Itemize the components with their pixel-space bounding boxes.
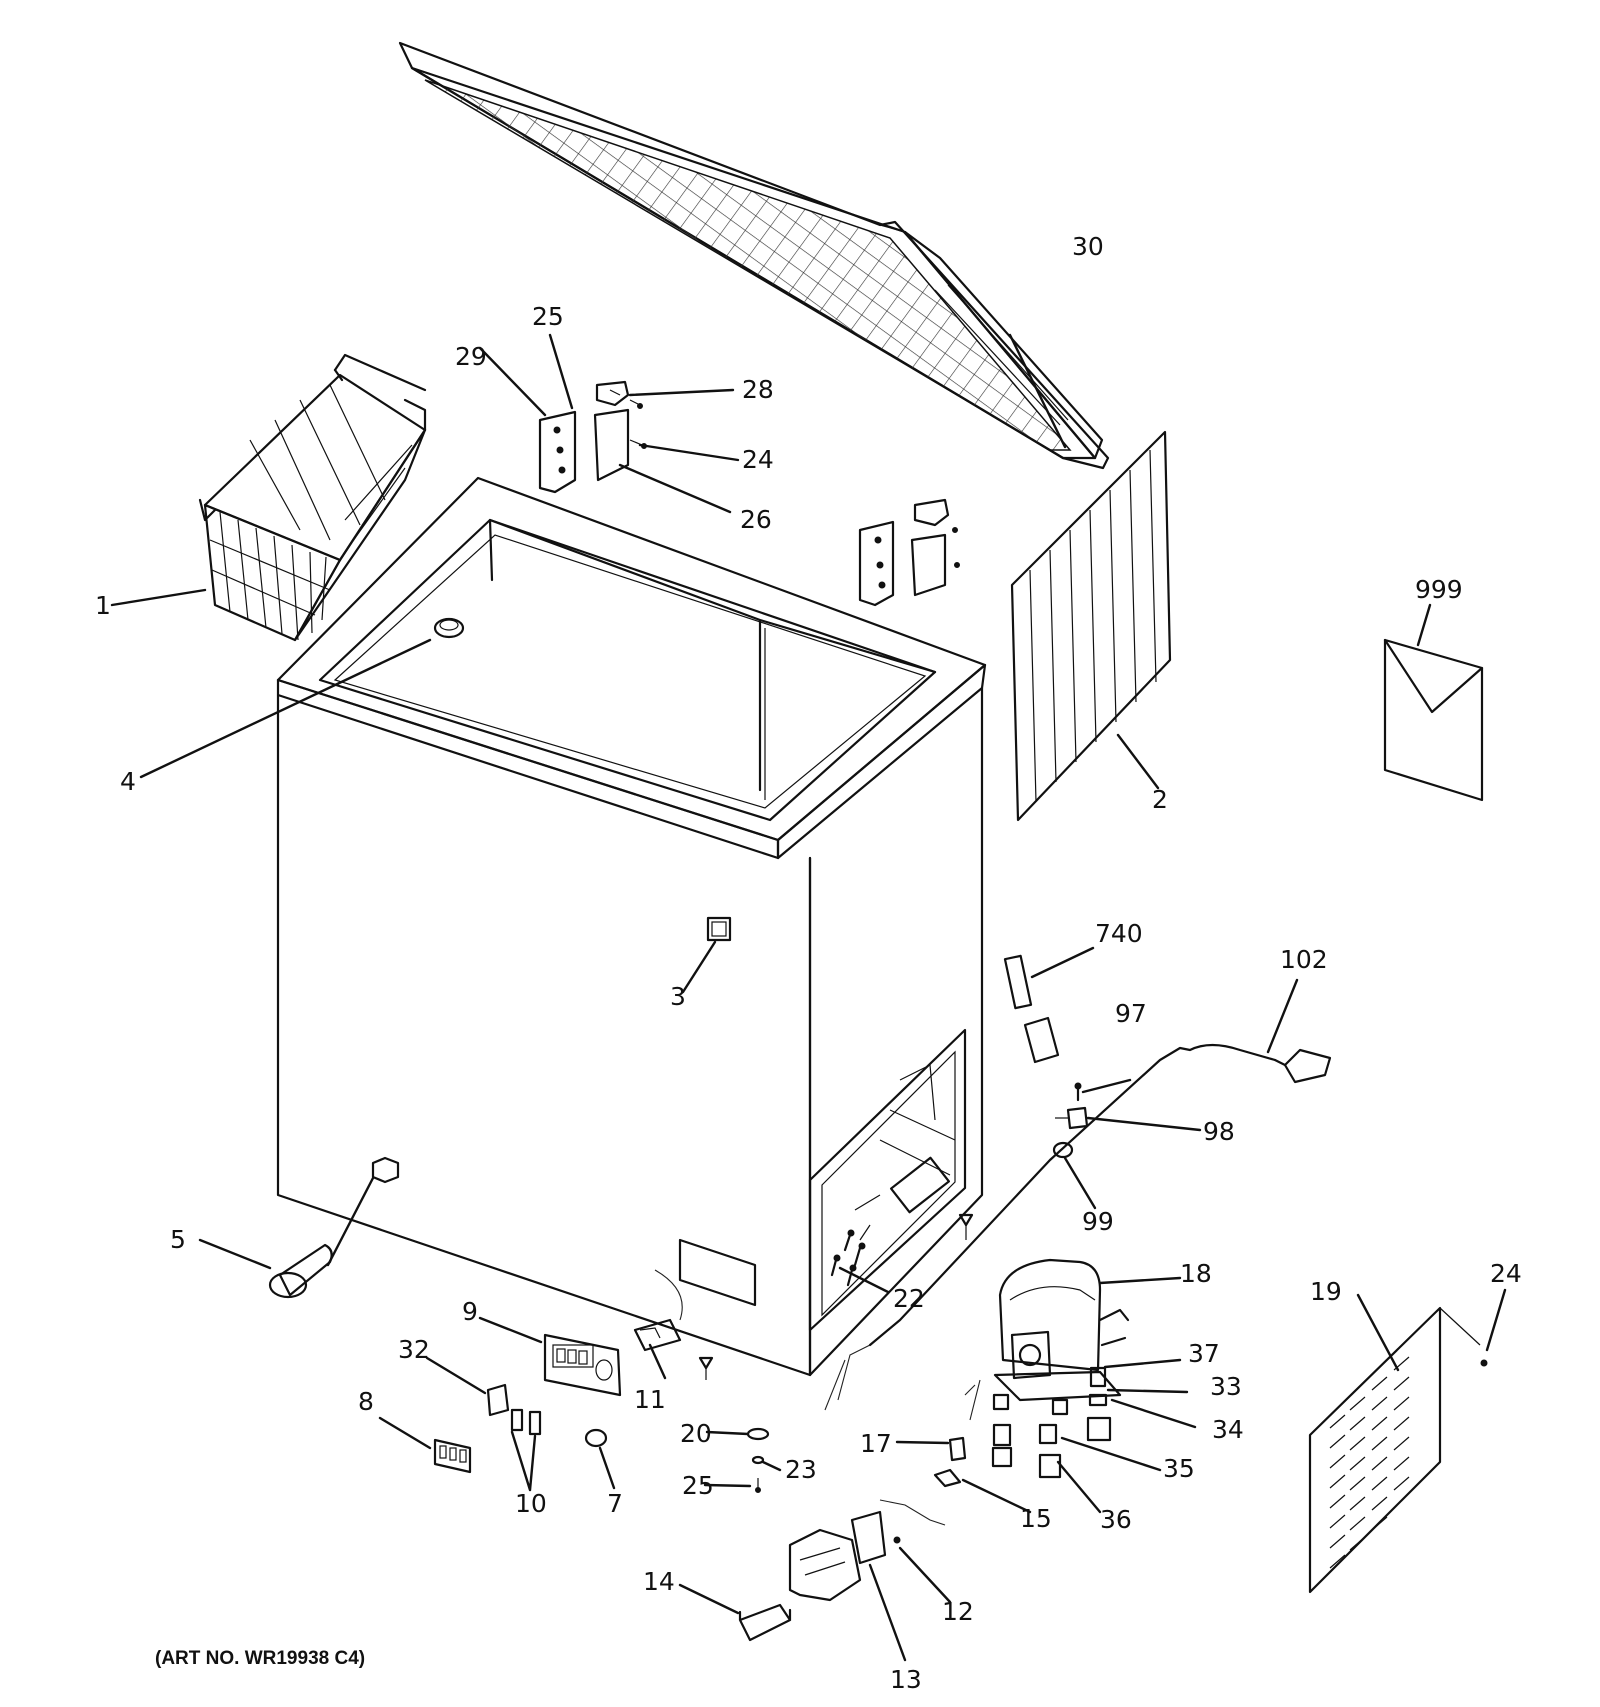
art-number: (ART NO. WR19938 C4)	[155, 1648, 365, 1669]
callout-8: 8	[358, 1387, 374, 1416]
callout-12: 12	[942, 1597, 974, 1626]
callout-2: 2	[1152, 785, 1168, 814]
callout-4: 4	[120, 767, 136, 796]
callout-25-hinge: 25	[532, 302, 564, 331]
callout-11: 11	[634, 1385, 666, 1414]
callout-102: 102	[1280, 945, 1328, 974]
callout-28: 28	[742, 375, 774, 404]
callout-99: 99	[1082, 1207, 1114, 1236]
callout-24-grille: 24	[1490, 1259, 1522, 1288]
callout-32: 32	[398, 1335, 430, 1364]
callout-97: 97	[1115, 999, 1147, 1028]
compressor	[964, 1258, 1130, 1479]
callout-23: 23	[785, 1455, 817, 1484]
callout-999: 999	[1415, 575, 1463, 604]
callout-36: 36	[1100, 1505, 1132, 1534]
callout-29: 29	[455, 342, 487, 371]
callout-labels: 1 2 3 4 5 7 8 9 10 11 12 13 14 15 17 18 …	[95, 232, 1522, 1694]
callout-13: 13	[890, 1665, 922, 1694]
callout-7: 7	[607, 1489, 623, 1518]
callout-26: 26	[740, 505, 772, 534]
callout-740: 740	[1095, 919, 1143, 948]
callout-15: 15	[1020, 1504, 1052, 1533]
callout-22: 22	[893, 1284, 925, 1313]
callout-34: 34	[1212, 1415, 1244, 1444]
callout-25-screw: 25	[682, 1471, 714, 1500]
callout-17: 17	[860, 1429, 892, 1458]
dryer-and-relay-parts	[1003, 954, 1089, 1159]
wire-basket	[198, 353, 427, 642]
freezer-lid	[398, 41, 1110, 470]
starter-components	[738, 1436, 967, 1642]
callout-33: 33	[1210, 1372, 1242, 1401]
callout-35: 35	[1163, 1454, 1195, 1483]
callout-24-hinge: 24	[742, 445, 774, 474]
power-cord	[824, 1043, 1332, 1411]
condenser-panel	[1010, 430, 1172, 822]
owner-manual	[1383, 638, 1484, 802]
back-grille	[1308, 1306, 1488, 1594]
callout-5: 5	[170, 1225, 186, 1254]
leader-lines	[110, 333, 1507, 1662]
callout-19: 19	[1310, 1277, 1342, 1306]
callout-18: 18	[1180, 1259, 1212, 1288]
callout-37: 37	[1188, 1339, 1220, 1368]
callout-30: 30	[1072, 232, 1104, 261]
freezer-cabinet	[276, 476, 987, 1380]
callout-14: 14	[643, 1567, 675, 1596]
callout-98: 98	[1203, 1117, 1235, 1146]
callout-1: 1	[95, 591, 111, 620]
callout-20: 20	[680, 1419, 712, 1448]
callout-3: 3	[670, 982, 686, 1011]
hinge-assembly-left	[538, 380, 647, 494]
callout-10: 10	[515, 1489, 547, 1518]
control-parts	[268, 1243, 770, 1493]
hinge-assembly-right	[858, 498, 960, 607]
callout-9: 9	[462, 1297, 478, 1326]
